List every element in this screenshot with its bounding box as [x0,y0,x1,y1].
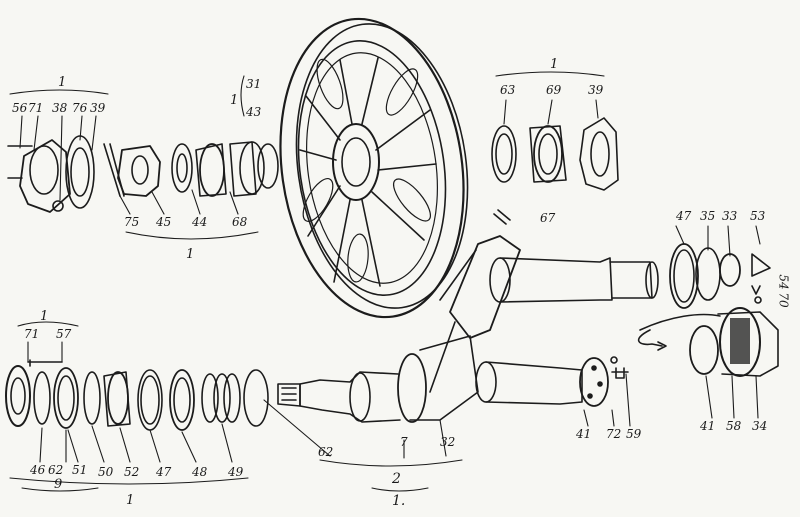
part-label-54: 54 [776,274,791,290]
part-label-33: 33 [722,209,738,223]
part-label-41-cap: 41 [700,419,716,433]
part-label-47-right: 47 [676,209,692,223]
part-label-67: 67 [540,211,556,225]
part-label-45: 45 [156,215,172,229]
right-seal-parts [669,243,771,309]
crankshaft [277,235,659,423]
disc-41-upper [579,356,629,407]
right-end-cap [637,307,779,377]
part-label-52: 52 [124,465,140,479]
part-label-43: 43 [246,105,262,119]
part-label-76: 76 [72,101,88,115]
part-label-49: 49 [228,465,244,479]
part-label-9: 9 [54,477,63,492]
leader-lines [9,71,761,492]
group-label-31-43: 1 [230,93,239,108]
part-label-69: 69 [546,83,562,97]
part-label-47-lower: 47 [156,465,172,479]
part-label-7: 7 [400,435,408,449]
part-label-1-bottom: 1. [392,493,406,509]
part-label-34: 34 [752,419,768,433]
part-label-62-center: 62 [318,445,334,459]
part-label-51: 51 [72,463,88,477]
left-lower-stack [5,359,269,431]
part-label-41-shaft: 41 [576,427,592,441]
part-label-53: 53 [750,209,766,223]
part-label-58: 58 [726,419,742,433]
part-label-70: 70 [776,292,791,308]
part-label-71: 71 [28,101,44,115]
left-upper-assembly [7,135,279,213]
flywheel [279,17,469,319]
part-label-57: 57 [56,327,72,341]
right-upper-bearing [491,117,619,225]
part-label-35: 35 [700,209,716,223]
group-label-top-right: 1 [550,57,559,72]
group-label-lower-left: 1 [40,309,49,324]
part-label-72: 72 [606,427,622,441]
part-label-62-left: 62 [48,463,64,477]
part-label-63: 63 [500,83,516,97]
part-label-44: 44 [192,215,208,229]
part-label-46: 46 [30,463,46,477]
part-label-32: 32 [440,435,456,449]
part-label-75: 75 [124,215,140,229]
part-label-39b: 39 [588,83,604,97]
part-label-50: 50 [98,465,114,479]
part-label-31: 31 [246,77,262,91]
part-label-71-lower: 71 [24,327,40,341]
part-label-59: 59 [626,427,642,441]
part-label-48: 48 [192,465,208,479]
part-label-68: 68 [232,215,248,229]
part-label-38: 38 [52,101,68,115]
part-label-2: 2 [392,471,401,487]
part-label-56: 56 [12,101,28,115]
part-label-39: 39 [90,101,106,115]
group-label-bottom-left: 1 [186,247,195,262]
group-label-bottom: 1 [126,493,135,508]
group-label-top-left: 1 [58,75,67,90]
